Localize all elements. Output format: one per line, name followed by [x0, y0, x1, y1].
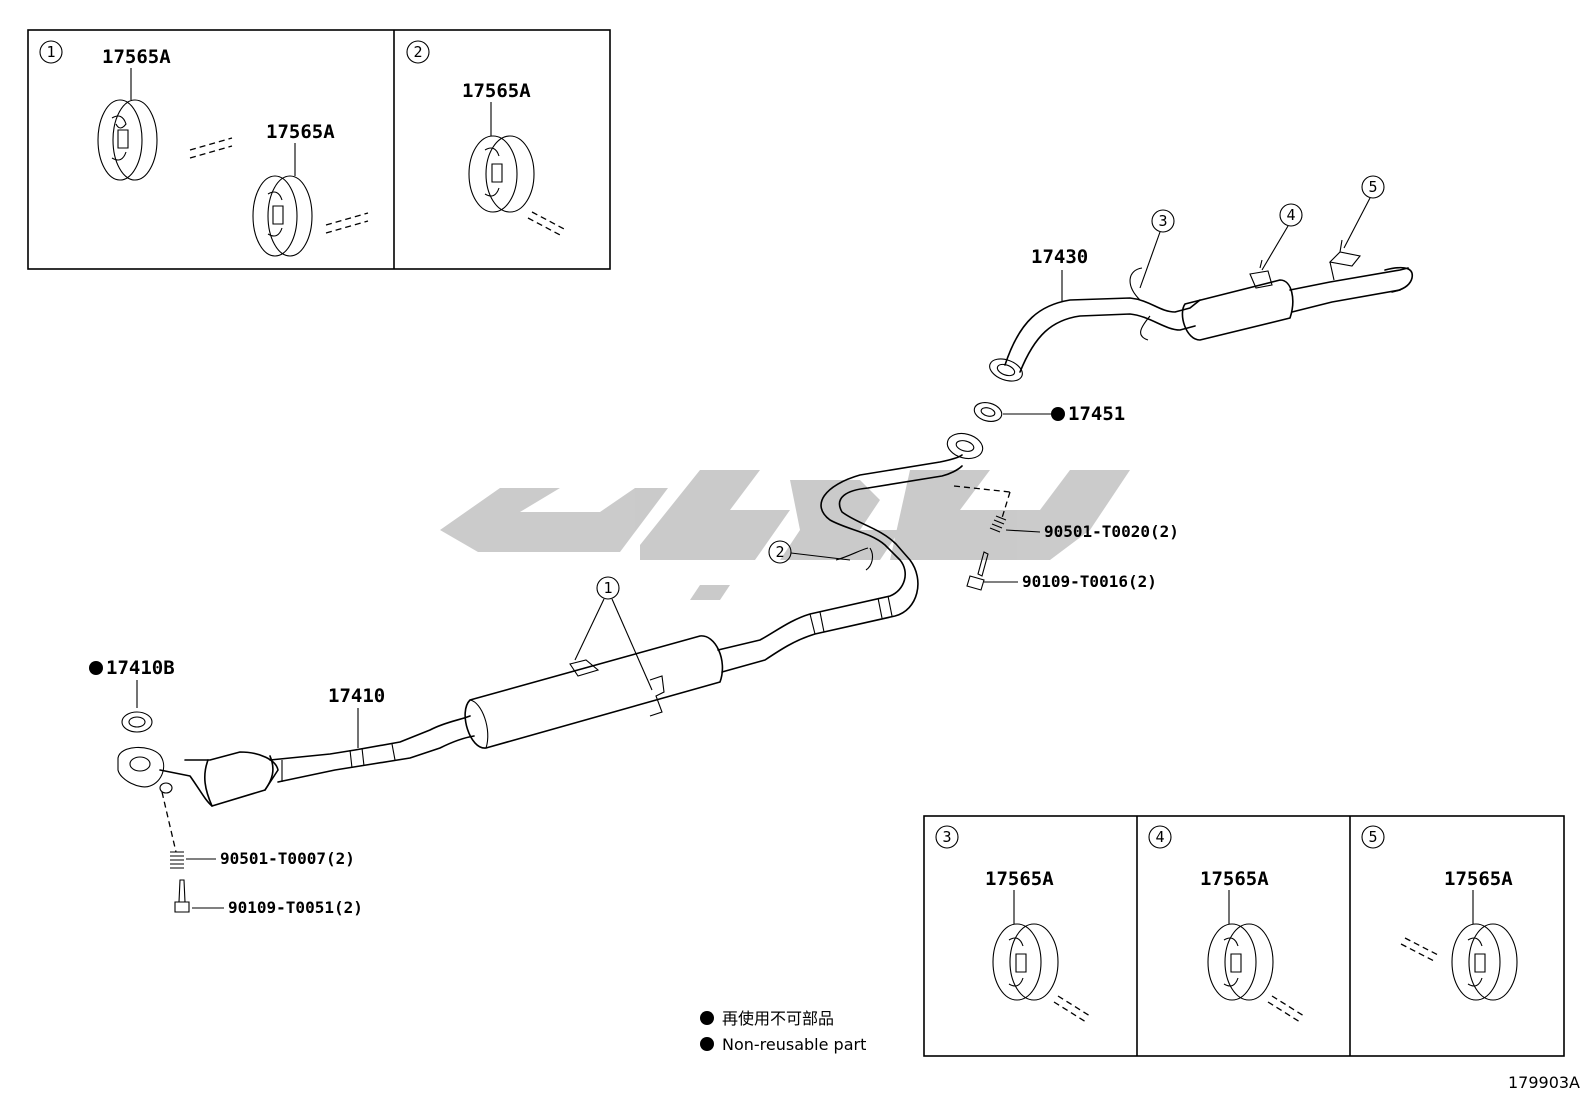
- legend-bullet-jp: [700, 1011, 714, 1025]
- inset-panel-top: 1 2 17565A 17565A 17565A: [27, 29, 611, 270]
- front-pipe-assembly: [117, 432, 984, 807]
- callout-4-marker: [1148, 825, 1172, 849]
- callout-1-pointer: [596, 576, 620, 600]
- callout-1-pointer-number: 1: [603, 579, 612, 597]
- rubber-hanger-icon: [1451, 923, 1518, 1001]
- callout-1-marker: [39, 40, 63, 64]
- callout-5-pointer-number: 5: [1368, 178, 1377, 196]
- callout-1-number: 1: [46, 43, 55, 61]
- front-gasket-part-number: 17410B: [106, 657, 175, 679]
- rear-bolt-part-number: 90109-T0016(2): [1022, 572, 1157, 591]
- front-pipe-part-number: 17410: [328, 685, 385, 707]
- tail-pipe-part-number: 17430: [1031, 246, 1088, 268]
- callout-2-pointer-number: 2: [775, 543, 784, 561]
- legend-bullet-en: [700, 1037, 714, 1051]
- inset-panel-bottom: 3 4 5 17565A 17565A 17565A: [923, 815, 1565, 1057]
- non-reusable-marker-17451: [1051, 407, 1065, 421]
- front-bolt-part-number: 90109-T0051(2): [228, 898, 363, 917]
- hanger-label-2: 17565A: [462, 80, 531, 102]
- bolt-icon: [966, 551, 989, 591]
- callout-2-number: 2: [413, 43, 422, 61]
- rubber-hanger-icon: [97, 99, 158, 181]
- rubber-hanger-icon: [992, 923, 1059, 1001]
- tail-gasket-part-number: 17451: [1068, 403, 1125, 425]
- watermark-logo: [440, 470, 1130, 600]
- hanger-label-5: 17565A: [1444, 868, 1513, 890]
- callout-3-pointer-number: 3: [1158, 212, 1167, 230]
- callout-5-pointer: [1361, 175, 1385, 199]
- hanger-label-1b: 17565A: [266, 121, 335, 143]
- callout-4-pointer: [1279, 203, 1303, 227]
- rubber-hanger-icon: [1207, 923, 1274, 1001]
- hanger-label-3: 17565A: [985, 868, 1054, 890]
- callout-5-number: 5: [1368, 828, 1377, 846]
- front-gasket-icon: [121, 711, 153, 733]
- callout-3-marker: [935, 825, 959, 849]
- rubber-hanger-icon: [468, 135, 535, 213]
- spring-icon: [170, 851, 184, 869]
- callout-3-pointer: [1151, 209, 1175, 233]
- callout-2-pointer: [768, 540, 792, 564]
- callout-2-marker: [406, 40, 430, 64]
- rear-spring-part-number: 90501-T0020(2): [1044, 522, 1179, 541]
- rubber-hanger-icon: [252, 175, 313, 257]
- legend-text-jp: 再使用不可部品: [722, 1009, 834, 1028]
- callout-3-number: 3: [942, 828, 951, 846]
- spring-icon: [989, 515, 1007, 533]
- tail-gasket-icon: [973, 402, 1003, 422]
- callout-4-pointer-number: 4: [1286, 206, 1295, 224]
- hanger-label-4: 17565A: [1200, 868, 1269, 890]
- tail-pipe-assembly: [989, 239, 1414, 382]
- callout-5-marker: [1361, 825, 1385, 849]
- legend-text-en: Non-reusable part: [722, 1035, 866, 1054]
- callout-4-number: 4: [1155, 828, 1164, 846]
- non-reusable-marker-17410b: [89, 661, 103, 675]
- front-spring-part-number: 90501-T0007(2): [220, 849, 355, 868]
- diagram-code: 179903A: [1508, 1073, 1580, 1092]
- bolt-icon: [174, 879, 190, 913]
- hanger-label-1a: 17565A: [102, 46, 171, 68]
